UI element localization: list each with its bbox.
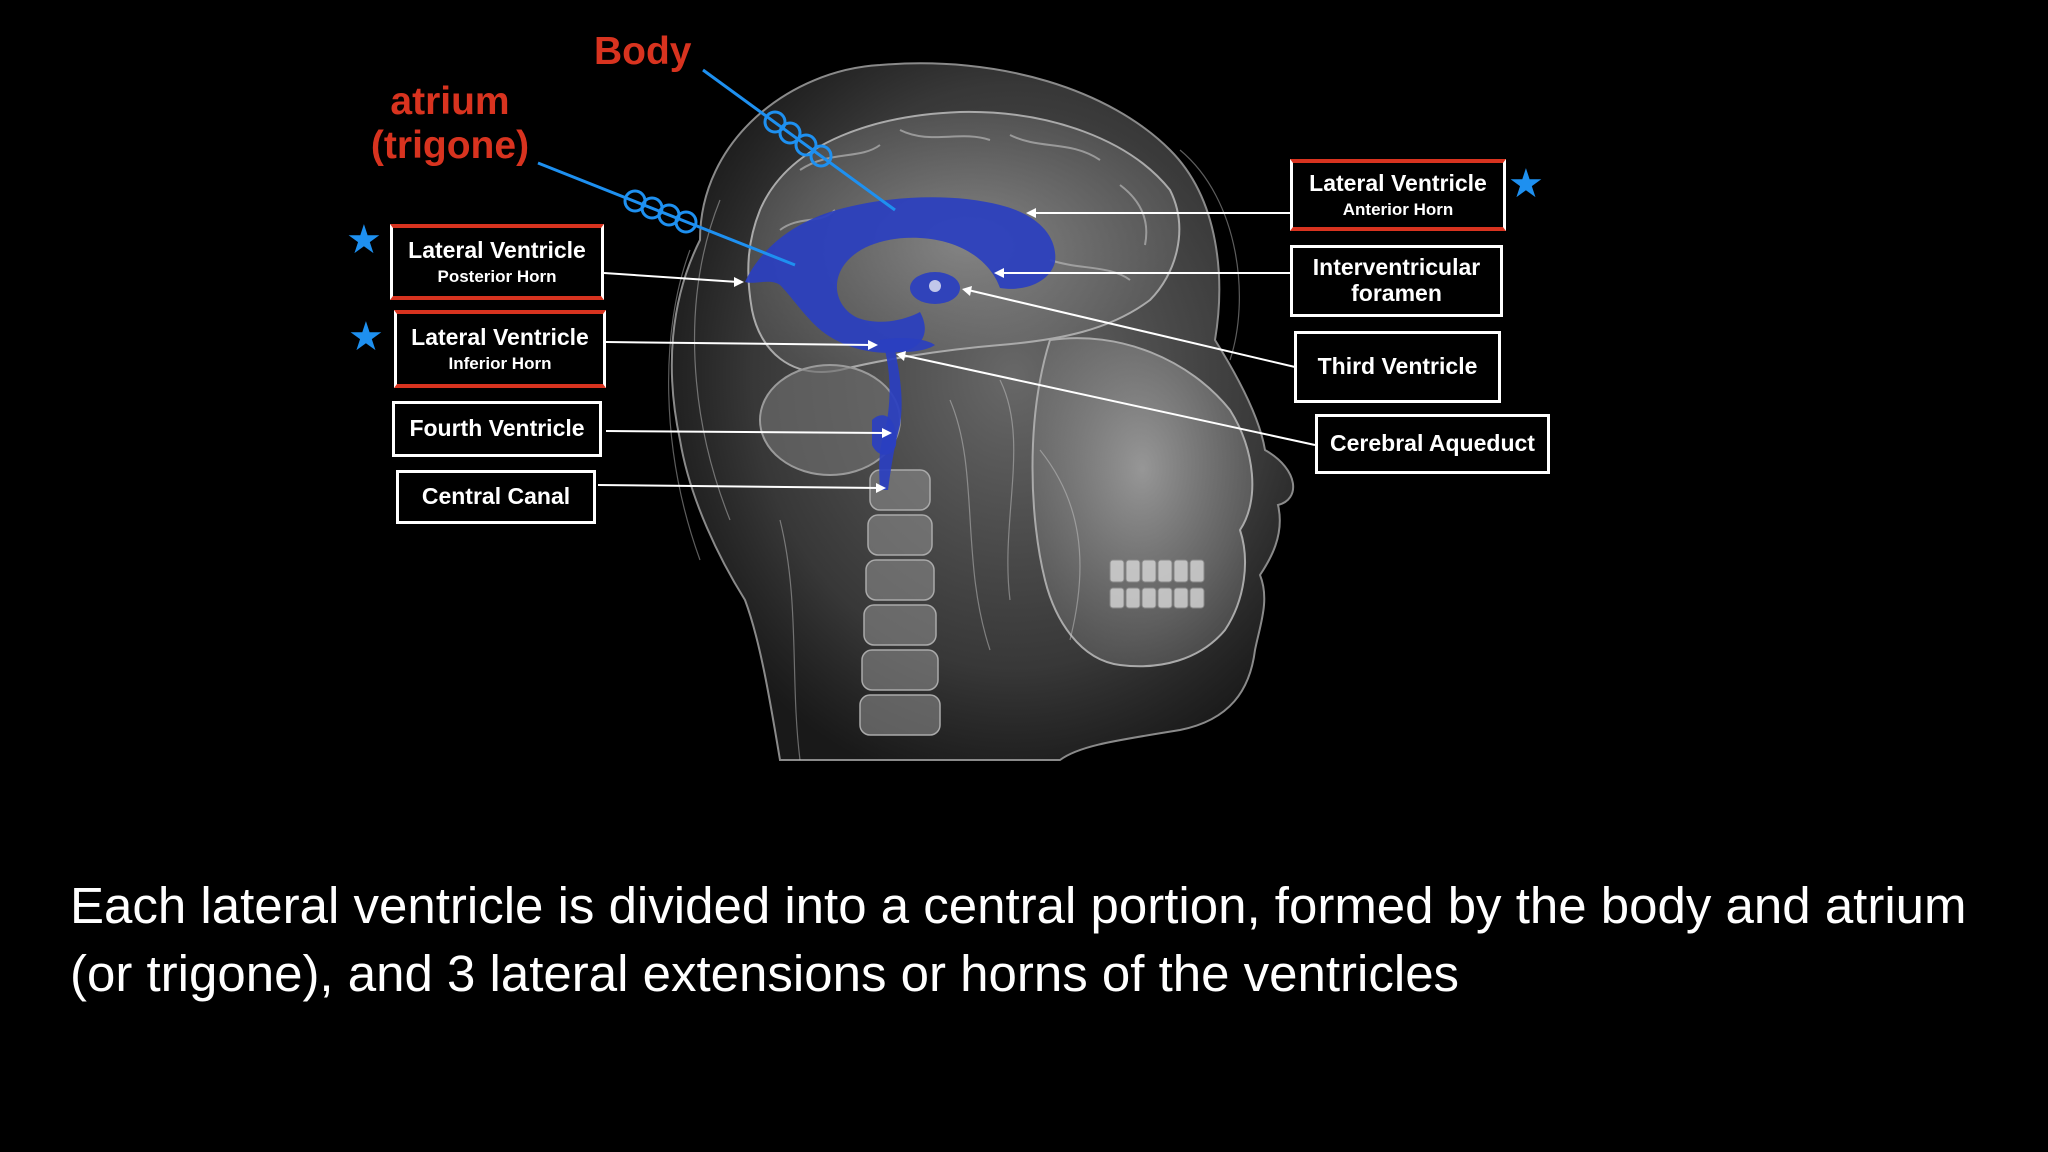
label-third-ventricle: Third Ventricle bbox=[1294, 331, 1501, 403]
atrium-label-line1: atrium bbox=[390, 80, 510, 123]
inferior-horn-subtitle: Inferior Horn bbox=[448, 353, 552, 373]
anterior-horn-title: Lateral Ventricle bbox=[1309, 170, 1487, 197]
pointer-atrium bbox=[537, 161, 796, 267]
atrium-trigone-label: atrium (trigone) bbox=[360, 80, 540, 167]
star-icon-inferior-horn: ★ bbox=[348, 315, 384, 359]
pointer-body-coils bbox=[763, 110, 833, 168]
star-icon-anterior-horn: ★ bbox=[1508, 162, 1544, 206]
label-fourth-ventricle: Fourth Ventricle bbox=[392, 401, 602, 457]
interventricular-line2: foramen bbox=[1351, 280, 1442, 306]
teeth bbox=[1109, 559, 1205, 609]
leader-cerebral-aqueduct bbox=[901, 354, 1316, 446]
third-ventricle-text: Third Ventricle bbox=[1317, 353, 1478, 380]
anterior-horn-subtitle: Anterior Horn bbox=[1342, 199, 1454, 219]
nerve-lines bbox=[668, 149, 1240, 761]
leader-posterior-horn bbox=[603, 272, 739, 283]
leader-fourth-ventricle bbox=[605, 430, 887, 434]
interventricular-line1: Interventricular bbox=[1312, 254, 1481, 281]
leader-inferior-horn bbox=[605, 341, 873, 346]
label-interventricular-foramen: Interventricular foramen bbox=[1290, 245, 1503, 317]
atrium-label-line2: (trigone) bbox=[370, 123, 530, 167]
posterior-horn-title: Lateral Ventricle bbox=[408, 237, 586, 264]
label-lateral-ventricle-inferior-horn: Lateral Ventricle Inferior Horn bbox=[394, 310, 606, 388]
central-canal-text: Central Canal bbox=[421, 483, 571, 510]
label-cerebral-aqueduct: Cerebral Aqueduct bbox=[1315, 414, 1550, 474]
lateral-ventricle-shape bbox=[745, 197, 1056, 353]
blue-pointers bbox=[537, 68, 896, 267]
pointer-atrium-coils bbox=[623, 189, 698, 234]
fourth-ventricle-text: Fourth Ventricle bbox=[409, 415, 585, 442]
leader-third-ventricle bbox=[967, 289, 1296, 368]
cerebral-aqueduct-text: Cerebral Aqueduct bbox=[1330, 430, 1535, 457]
leader-central-canal bbox=[597, 484, 881, 489]
leader-lines bbox=[597, 212, 1316, 489]
body-label: Body bbox=[594, 30, 692, 73]
posterior-horn-subtitle: Posterior Horn bbox=[437, 266, 557, 286]
label-lateral-ventricle-anterior-horn: Lateral Ventricle Anterior Horn bbox=[1290, 159, 1506, 231]
star-icon-posterior-horn: ★ bbox=[346, 218, 382, 262]
inferior-horn-title: Lateral Ventricle bbox=[411, 324, 589, 351]
label-lateral-ventricle-posterior-horn: Lateral Ventricle Posterior Horn bbox=[390, 224, 604, 300]
label-central-canal: Central Canal bbox=[396, 470, 596, 524]
caption-text: Each lateral ventricle is divided into a… bbox=[70, 877, 1967, 1002]
